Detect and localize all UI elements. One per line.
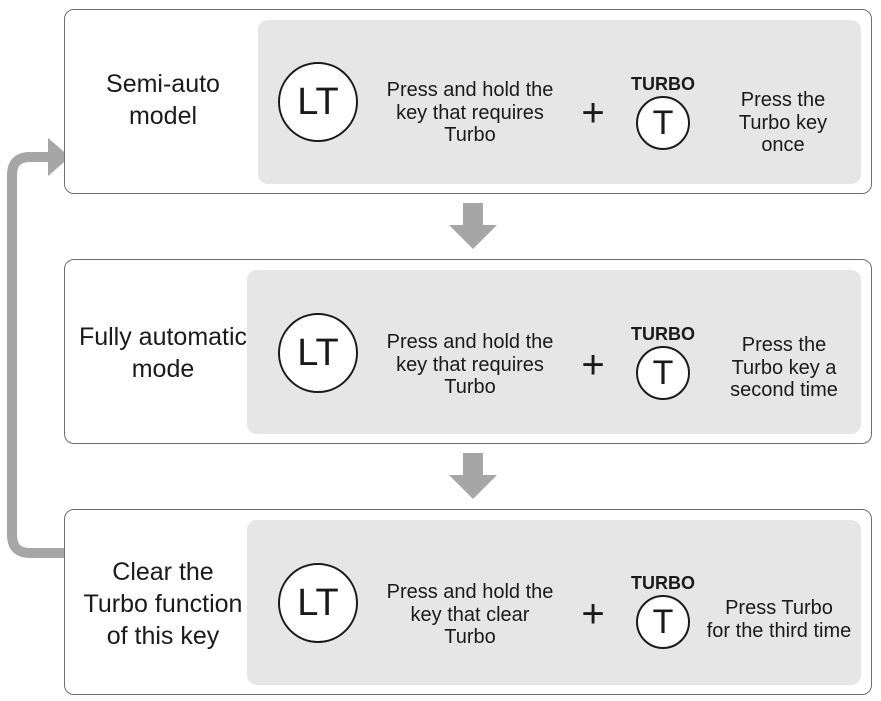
hold-instruction-line: Turbo bbox=[444, 376, 496, 398]
hold-instruction: Press and hold the key that requires Tur… bbox=[370, 79, 570, 147]
step-fully-automatic: Fully automatic mode LT Press and hold t… bbox=[64, 259, 872, 444]
lt-key-icon: LT bbox=[278, 563, 358, 643]
hold-instruction-line: key that clear bbox=[410, 603, 530, 626]
press-instruction-line: Press the bbox=[740, 89, 826, 111]
mode-title-line: Turbo function bbox=[83, 590, 243, 618]
press-instruction-line: for the third time bbox=[706, 619, 852, 642]
press-instruction-line: Press the bbox=[741, 334, 827, 356]
instruction-panel: LT Press and hold the key that clear Tur… bbox=[247, 520, 861, 685]
turbo-key-icon: T bbox=[636, 346, 690, 400]
mode-title: Clear the Turbo function of this key bbox=[65, 556, 261, 652]
turbo-key-icon: T bbox=[636, 96, 690, 150]
press-instruction-line: once bbox=[761, 134, 805, 156]
hold-instruction-line: Turbo bbox=[444, 626, 496, 648]
press-instruction: Press the Turbo key once bbox=[708, 89, 858, 157]
turbo-label: TURBO bbox=[631, 74, 695, 94]
mode-title: Semi-auto model bbox=[65, 68, 261, 132]
hold-instruction: Press and hold the key that requires Tur… bbox=[370, 331, 570, 399]
instruction-panel: LT Press and hold the key that requires … bbox=[258, 20, 861, 184]
press-instruction: Press the Turbo key a second time bbox=[706, 334, 862, 402]
loop-back-arrowhead bbox=[48, 138, 70, 176]
turbo-key-icon: T bbox=[636, 595, 690, 649]
mode-title-line: Semi-auto bbox=[106, 70, 220, 98]
loop-back-line bbox=[7, 152, 64, 558]
plus-sign: + bbox=[581, 592, 605, 636]
instruction-panel: LT Press and hold the key that requires … bbox=[247, 270, 861, 434]
press-instruction-line: second time bbox=[730, 379, 838, 401]
press-instruction-line: Turbo key bbox=[738, 111, 828, 134]
hold-instruction-line: Turbo bbox=[444, 124, 496, 146]
step-semi-auto: Semi-auto model LT Press and hold the ke… bbox=[64, 9, 872, 194]
hold-instruction-line: key that requires bbox=[396, 353, 544, 376]
mode-title: Fully automatic mode bbox=[65, 321, 261, 385]
down-arrow-icon bbox=[449, 203, 497, 249]
mode-title-line: mode bbox=[131, 355, 195, 383]
mode-title-line: model bbox=[128, 102, 198, 130]
step-clear-turbo: Clear the Turbo function of this key LT … bbox=[64, 509, 872, 695]
press-instruction-line: Turbo key a bbox=[731, 356, 837, 379]
lt-key-icon: LT bbox=[278, 313, 358, 393]
down-arrow-icon bbox=[449, 453, 497, 499]
hold-instruction-line: key that requires bbox=[396, 101, 544, 124]
mode-title-line: Clear the bbox=[112, 558, 214, 586]
hold-instruction-line: Press and hold the bbox=[386, 79, 554, 101]
turbo-label: TURBO bbox=[631, 324, 695, 344]
press-instruction-line: Press Turbo bbox=[725, 597, 833, 619]
plus-sign: + bbox=[581, 91, 605, 135]
hold-instruction-line: Press and hold the bbox=[386, 331, 554, 353]
plus-sign: + bbox=[581, 343, 605, 387]
mode-title-line: Fully automatic bbox=[78, 323, 248, 351]
hold-instruction: Press and hold the key that clear Turbo bbox=[370, 581, 570, 649]
turbo-label: TURBO bbox=[631, 573, 695, 593]
press-instruction: Press Turbo for the third time bbox=[695, 597, 863, 642]
lt-key-icon: LT bbox=[278, 62, 358, 142]
hold-instruction-line: Press and hold the bbox=[386, 581, 554, 603]
mode-title-line: of this key bbox=[106, 622, 220, 650]
